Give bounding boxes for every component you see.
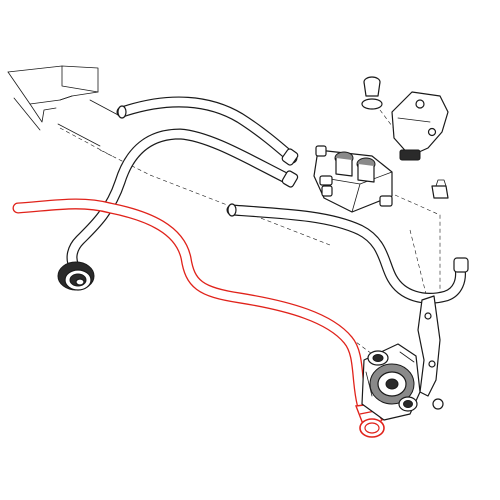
heater-valve-block [313, 145, 393, 213]
pump-support-bracket [417, 295, 444, 410]
small-clip [431, 179, 449, 199]
bulkhead-outline [7, 65, 121, 147]
hose-clamp [281, 170, 299, 188]
mounting-bracket [391, 91, 449, 161]
quick-coupling [57, 261, 95, 291]
lower-supply-hose [226, 203, 469, 304]
upper-feed-hose [66, 128, 299, 272]
hose-clamp [453, 257, 469, 273]
leader-lines [59, 109, 441, 361]
grommet [361, 76, 383, 110]
upper-return-hose [116, 96, 299, 166]
highlighted-coolant-hose [12, 198, 385, 438]
bracket-bolt [432, 398, 444, 410]
hose-clamp [281, 148, 299, 166]
hose-end-cap [227, 203, 237, 217]
hose-end-cap [117, 105, 127, 119]
auxiliary-water-pump [361, 343, 421, 421]
